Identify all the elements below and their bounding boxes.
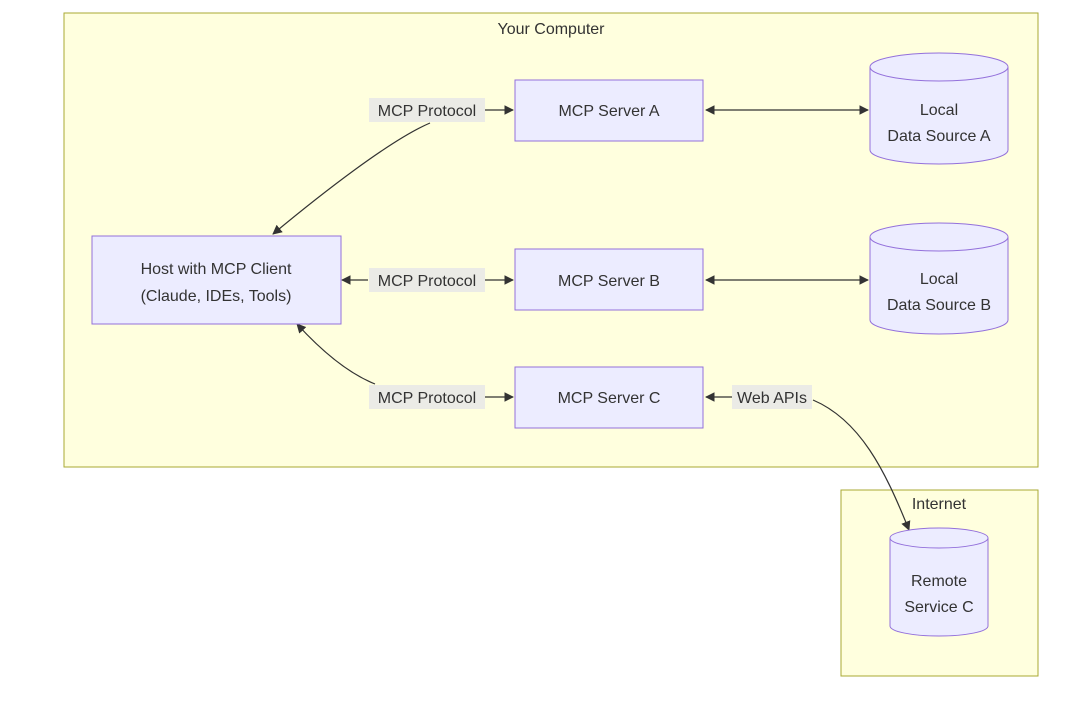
node-remote-service-c-line1: Remote [911,573,967,590]
cluster-internet: Internet [840,489,1039,677]
node-host-line1: Host with MCP Client [141,261,292,278]
node-server-c[interactable]: MCP Server C [514,366,704,429]
edge-label-host-b-text: MCP Protocol [378,273,476,290]
node-local-data-source-a-line1: Local [920,102,958,119]
cylinder-body [869,237,1009,335]
edge-label-web-apis: Web APIs [732,385,812,409]
node-local-data-source-b-line1: Local [920,271,958,288]
edge-server-a-to-host-curve [272,122,431,235]
node-local-data-source-a-line2: Data Source A [887,128,991,145]
edge-label-host-a: MCP Protocol [369,98,485,122]
cluster-internet-title: Internet [912,496,967,513]
edge-label-web-apis-text: Web APIs [737,390,807,407]
cylinder-top [869,52,1009,82]
edge-web-apis-to-remote [812,399,911,531]
edge-label-c-to-host-curve [296,323,376,385]
node-remote-service-c-line2: Service C [904,599,973,616]
node-local-data-source-b-line2: Data Source B [887,297,991,314]
node-server-a-label: MCP Server A [558,103,659,120]
cylinder-body [889,538,989,637]
cluster-your-computer-title: Your Computer [497,21,605,38]
node-server-b[interactable]: MCP Server B [514,248,704,311]
edges [272,105,911,531]
cylinder-top [869,222,1009,252]
node-remote-service-c[interactable]: Remote Service C [889,527,989,637]
node-host-line2: (Claude, IDEs, Tools) [141,288,292,305]
edge-label-host-a-text: MCP Protocol [378,103,476,120]
node-local-data-source-a[interactable]: Local Data Source A [869,52,1009,165]
edge-label-host-c-text: MCP Protocol [378,390,476,407]
node-server-a[interactable]: MCP Server A [514,79,704,142]
cylinder-body [869,67,1009,165]
cylinder-top [889,527,989,549]
node-local-data-source-b[interactable]: Local Data Source B [869,222,1009,335]
node-host[interactable]: Host with MCP Client (Claude, IDEs, Tool… [91,235,342,325]
node-server-c-label: MCP Server C [558,390,661,407]
node-server-b-label: MCP Server B [558,273,660,290]
edge-label-host-c: MCP Protocol [369,385,485,409]
edge-label-host-b: MCP Protocol [369,268,485,292]
